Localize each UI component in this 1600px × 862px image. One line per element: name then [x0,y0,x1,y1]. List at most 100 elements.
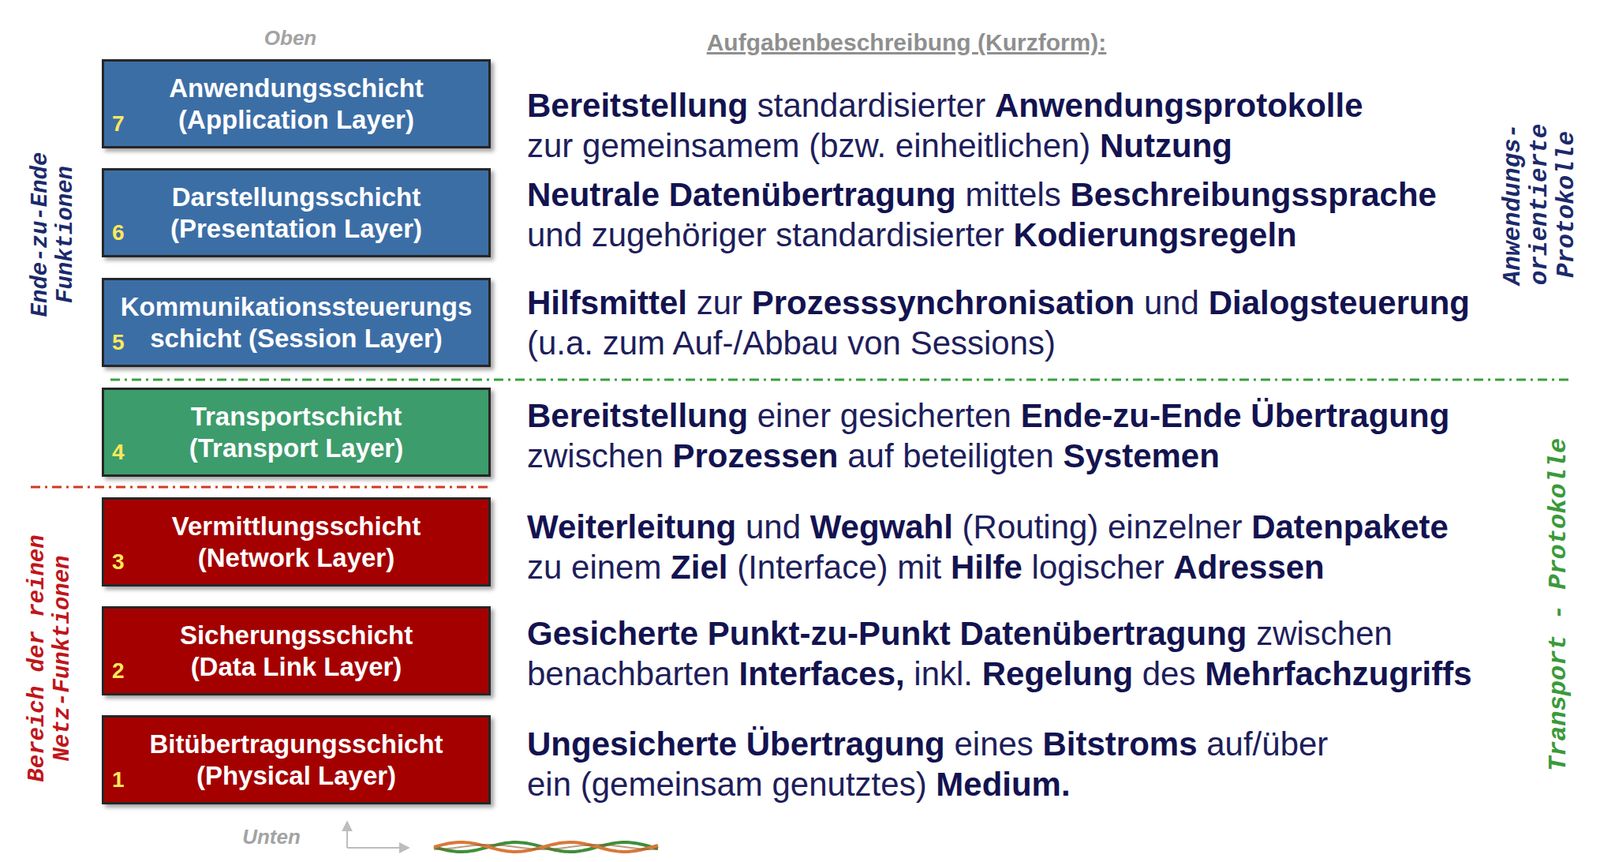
description-word: ein [527,765,572,803]
description-word [1011,396,1021,434]
description-word: Gesicherte [527,614,699,652]
description-word: mittels [964,175,1061,214]
description-word: Datenübertragung [959,614,1247,652]
description-word [561,548,572,586]
description-word: (Interface) [736,548,888,586]
description-word [1061,175,1071,214]
description-word: Systemen [1062,437,1219,475]
layer-number: 5 [112,329,125,356]
description-word: Nutzung [1099,127,1233,165]
transport-boundary-line [110,378,1571,382]
layer-name: Transportschicht (Transport Layer) [138,400,455,464]
description-word: zugehöriger [591,216,767,254]
description-word: Beschreibungssprache [1069,175,1437,214]
description-word [665,324,673,362]
description-word: Bereitstellung [527,86,748,124]
layer-name: Darstellungsschicht (Presentation Layer) [123,181,471,244]
description-word: Datenübertragung [669,175,957,214]
layer-description: Weiterleitung und Wegwahl (Routing) einz… [527,506,1470,587]
axis-arrow-up [346,822,348,848]
description-word [941,548,951,586]
layer-name: Vermittlungsschicht (Network Layer) [123,510,471,573]
description-word: Anwendungsprotokolle [994,86,1364,124]
description-word: Weiterleitung [527,508,737,546]
layer-description: Hilfsmittel zur Prozesssynchronisation u… [527,282,1494,363]
description-word: Hilfsmittel [527,284,688,322]
description-word: einem [571,548,662,586]
description-word: zwischen [527,437,664,475]
description-word [800,508,811,546]
description-word [838,437,849,475]
description-word [953,508,963,546]
description-word: standardisierter [775,216,1004,254]
layer-name: Kommunikationssteuerungs schicht (Sessio… [112,291,480,354]
layer-name: Sicherungsschicht (Data Link Layer) [158,619,435,682]
description-word [1033,725,1043,763]
description-word: Bitstroms [1042,725,1198,763]
description-word: Prozesssynchronisation [751,284,1135,322]
description-word [950,614,961,652]
description-word: Bereitstellung [527,396,748,434]
scope-label: Ende-zu-Ende Funktionen [28,143,79,326]
network-boundary-line [30,485,490,489]
description-word: und [745,508,801,546]
description-word [572,127,583,165]
description-word [1134,284,1144,322]
description-word: benachbarten [527,654,730,692]
description-word: Sessions) [910,324,1056,362]
layer-number: 2 [112,657,125,684]
description-word [1090,127,1100,165]
description-word: von [847,324,901,362]
axis-arrow-right [347,846,408,849]
description-word [766,216,777,254]
description-word [582,216,592,254]
description-word [956,175,966,214]
description-word: zur [527,127,573,165]
description-word [904,654,915,692]
description-word: Medium. [935,765,1070,803]
description-word: gesicherten [840,396,1012,434]
physical-layer-box: Bitübertragungsschicht (Physical Layer)1 [101,714,491,804]
description-word [1054,437,1064,475]
description-word [1132,654,1143,692]
description-word: Adressen [1173,548,1324,586]
description-word: gemeinsamem [582,127,800,165]
layer-description: Neutrale Datenübertragung mittels Beschr… [527,174,1470,255]
description-word: Hilfe [950,548,1023,586]
description-word: Übertragung [1250,396,1450,434]
description-word [1241,508,1252,546]
description-word [1004,216,1014,254]
layer-number: 6 [112,220,125,246]
description-word [747,86,758,124]
description-word: zwischen [1256,614,1393,652]
description-word [727,548,737,586]
description-word: Mehrfachzugriffs [1204,654,1472,692]
layer-number: 1 [112,766,125,793]
cable-wire [433,841,658,852]
description-word: Punkt-zu-Punkt [707,614,951,652]
description-word [1022,548,1032,586]
description-word [687,284,697,322]
description-word: auf [847,437,894,475]
description-word: Dialogsteuerung [1208,284,1470,322]
description-word [799,127,809,165]
description-word: Regelung [982,654,1133,692]
description-word: Ungesicherte [527,725,737,763]
description-word: Ende-zu-Ende [1020,396,1242,434]
description-word: Übertragung [746,725,946,763]
description-word: und [527,216,583,254]
bottom-marker: Unten [242,824,301,849]
protocol-group-label: Anwendungs- orientierte Protokolle [1499,119,1581,290]
description-word [1241,396,1252,434]
description-word: Kodierungsregeln [1013,216,1297,254]
description-word: zu [527,548,562,586]
description-word: inkl. [913,654,973,692]
description-word [747,396,758,434]
description-word: Wegwahl [810,508,954,546]
description-word [1195,654,1205,692]
protocol-group-label: Transport - Protokolle [1544,430,1573,778]
session-layer-box: Kommunikationssteuerungs schicht (Sessio… [101,277,491,367]
description-word: zur [696,284,743,322]
description-word [830,396,841,434]
